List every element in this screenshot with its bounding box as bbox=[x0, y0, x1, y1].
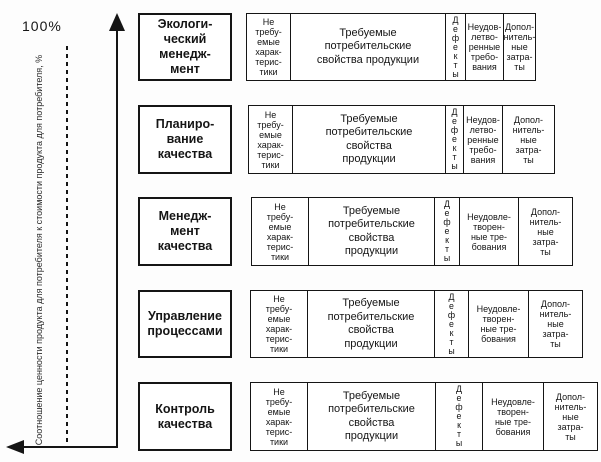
cell-defects: Д е ф е к т ы bbox=[434, 290, 469, 358]
dashed-guide-line bbox=[66, 46, 68, 447]
level-box-quality-planning: Планиро- вание качества bbox=[138, 105, 232, 174]
cell-defects: Д е ф е к т ы bbox=[435, 382, 483, 451]
cell-unneeded-characteristics: Не требу- емые харак- терис- тики bbox=[251, 197, 309, 266]
cell-additional-costs: Допол- нитель- ные затра- ты bbox=[528, 290, 583, 358]
row-cells: Не требу- емые харак- терис- тики Требуе… bbox=[250, 290, 583, 358]
y-axis-title: Соотношение ценности продукта для потреб… bbox=[34, 54, 44, 446]
cell-required-consumer-properties: Требуемые потребительские свойства проду… bbox=[306, 290, 436, 358]
cell-defects: Д е ф е к т ы bbox=[445, 13, 466, 81]
cell-required-consumer-properties: Требуемые потребительские свойства проду… bbox=[306, 382, 437, 451]
row-cells: Не требу- емые харак- терис- тики Требуе… bbox=[248, 105, 555, 174]
cell-required-consumer-properties: Требуемые потребительские свойства проду… bbox=[289, 13, 447, 81]
level-box-quality-control: Контроль качества bbox=[138, 382, 232, 451]
arrow-left-icon bbox=[6, 440, 24, 454]
cell-unsatisfied-requirements: Неудов- летво- ренные требо- вания bbox=[462, 105, 504, 174]
cell-unneeded-characteristics: Не требу- емые харак- терис- тики bbox=[248, 105, 293, 174]
cell-defects: Д е ф е к т ы bbox=[445, 105, 464, 174]
cell-required-consumer-properties: Требуемые потребительские свойства проду… bbox=[291, 105, 447, 174]
y-axis-line bbox=[116, 28, 118, 448]
cell-unneeded-characteristics: Не требу- емые харак- терис- тики bbox=[246, 13, 291, 81]
cell-unneeded-characteristics: Не требу- емые харак- терис- тики bbox=[250, 290, 308, 358]
level-box-process-control: Управление процессами bbox=[138, 290, 232, 358]
row-cells: Не требу- емые харак- терис- тики Требуе… bbox=[246, 13, 536, 81]
cell-required-consumer-properties: Требуемые потребительские свойства проду… bbox=[307, 197, 436, 266]
cell-additional-costs: Допол- нитель- ные затра- ты bbox=[518, 197, 573, 266]
cell-defects: Д е ф е к т ы bbox=[434, 197, 460, 266]
axis-100-percent-label: 100% bbox=[22, 18, 62, 34]
cell-unsatisfied-requirements: Неудовле- творен- ные тре- бования bbox=[481, 382, 545, 451]
arrow-up-icon bbox=[109, 13, 125, 31]
cell-additional-costs: Допол- нитель- ные затра- ты bbox=[503, 13, 536, 81]
level-box-quality-management: Менедж- мент качества bbox=[138, 197, 232, 266]
row-cells: Не требу- емые харак- терис- тики Требуе… bbox=[251, 197, 573, 266]
cell-unsatisfied-requirements: Неудовле- творен- ные тре- бования bbox=[467, 290, 530, 358]
cell-additional-costs: Допол- нитель- ные затра- ты bbox=[502, 105, 555, 174]
cell-unsatisfied-requirements: Неудовле- творен- ные тре- бования bbox=[458, 197, 520, 266]
cell-unsatisfied-requirements: Неудов- летво- ренные требо- вания bbox=[464, 13, 505, 81]
x-axis-line bbox=[18, 446, 118, 448]
cell-additional-costs: Допол- нитель- ные затра- ты bbox=[543, 382, 598, 451]
row-cells: Не требу- емые харак- терис- тики Требуе… bbox=[250, 382, 598, 451]
level-box-ecological-management: Экологи- ческий менедж- мент bbox=[138, 13, 232, 81]
cell-unneeded-characteristics: Не требу- емые харак- терис- тики bbox=[250, 382, 308, 451]
